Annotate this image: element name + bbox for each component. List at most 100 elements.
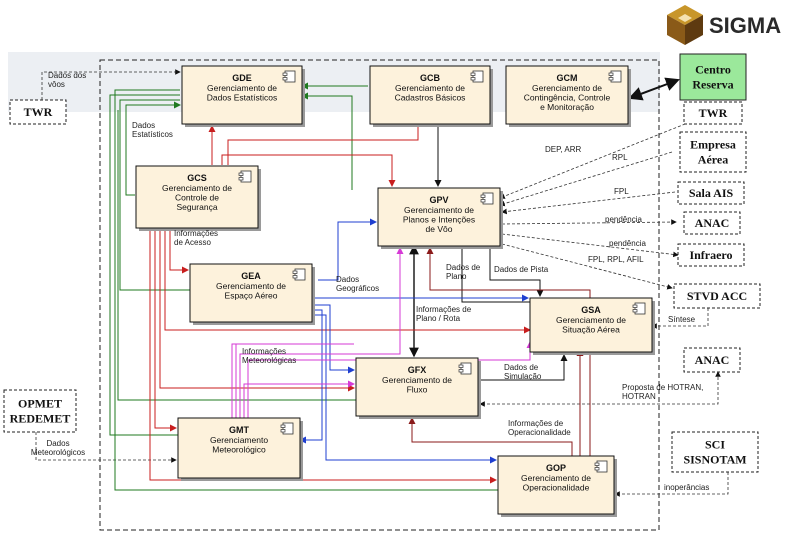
flow-label-dep-arr: DEP, ARR bbox=[545, 145, 582, 154]
external-anac-bottom[interactable]: ANAC bbox=[683, 347, 741, 373]
flow-label-line: Proposta de HOTRAN, bbox=[622, 383, 703, 392]
external-box bbox=[3, 389, 77, 433]
external-twr-right[interactable]: TWR bbox=[683, 101, 743, 125]
component-icon bbox=[280, 422, 294, 435]
module-name-line: Gerenciamento de bbox=[382, 375, 452, 385]
flow-label-line: Dados de Pista bbox=[494, 265, 549, 274]
module-box bbox=[177, 417, 301, 479]
component-icon bbox=[480, 192, 494, 205]
flow-label-line: FPL bbox=[614, 187, 629, 196]
external-infraero[interactable]: Infraero bbox=[677, 243, 745, 267]
flow-label-fpl: FPL bbox=[614, 187, 629, 196]
external-label: Aérea bbox=[698, 153, 728, 167]
external-anac-top[interactable]: ANAC bbox=[683, 211, 741, 235]
flow-label-line: Meteorológicas bbox=[242, 356, 296, 365]
module-name-line: Gerenciamento de bbox=[216, 281, 286, 291]
module-name-line: Situação Aérea bbox=[562, 325, 620, 335]
flow-label-line: Dados bbox=[336, 275, 359, 284]
sigma-logo: SIGMA bbox=[667, 5, 781, 45]
external-label: Infraero bbox=[689, 248, 732, 262]
external-label: Sala AIS bbox=[689, 186, 734, 200]
external-box bbox=[9, 99, 67, 125]
module-name-line: Segurança bbox=[176, 202, 217, 212]
flow-label-pendencia-1: pendência bbox=[605, 215, 642, 224]
brand-name: SIGMA bbox=[709, 13, 781, 38]
module-box bbox=[529, 297, 653, 353]
module-box bbox=[505, 65, 629, 125]
module-box bbox=[135, 165, 259, 229]
module-name-line: Dados Estatísticos bbox=[207, 93, 277, 103]
flow-label-line: pendência bbox=[609, 239, 646, 248]
external-label: Empresa bbox=[690, 138, 736, 152]
module-name-line: Gerenciamento de bbox=[207, 83, 277, 93]
module-name-line: Planos e Intenções bbox=[403, 215, 475, 225]
external-label: Reserva bbox=[692, 78, 733, 92]
flow-label-line: Simulação bbox=[504, 372, 542, 381]
module-code: GCM bbox=[557, 73, 578, 83]
module-name-line: Gerenciamento de bbox=[556, 315, 626, 325]
external-label: REDEMET bbox=[10, 412, 71, 426]
external-stvd-acc[interactable]: STVD ACC bbox=[673, 283, 761, 309]
module-name-line: e Monitoração bbox=[540, 102, 594, 112]
system-boundary bbox=[99, 59, 660, 531]
flow-label-line: HOTRAN bbox=[622, 392, 656, 401]
flow-label-line: Dados bbox=[132, 121, 155, 130]
flow-label-line: Dados dos bbox=[48, 71, 86, 80]
component-icon bbox=[594, 460, 608, 473]
flow-labels: Dados dosvôosDadosEstatísticosInformaçõe… bbox=[31, 71, 710, 492]
flow-label-line: Plano / Rota bbox=[416, 314, 461, 323]
module-name-line: Gerenciamento de bbox=[162, 183, 232, 193]
external-label: TWR bbox=[24, 105, 53, 119]
flow-label-line: Dados de bbox=[504, 363, 539, 372]
module-box bbox=[355, 357, 479, 417]
module-name-line: Gerenciamento bbox=[210, 435, 268, 445]
flow-label-line: Meteorológicos bbox=[31, 448, 85, 457]
flow-label-line: inoperâncias bbox=[664, 483, 709, 492]
module-code: GFX bbox=[408, 365, 427, 375]
external-label: Centro bbox=[695, 63, 731, 77]
module-name-line: Gerenciamento de bbox=[404, 205, 474, 215]
component-icon bbox=[458, 362, 472, 375]
flow-label-fpl-rpl-afil: FPL, RPL, AFIL bbox=[588, 255, 644, 264]
external-box bbox=[679, 53, 747, 101]
flow-label-line: Geográficos bbox=[336, 284, 379, 293]
flow-label-line: pendência bbox=[605, 215, 642, 224]
external-sala-ais[interactable]: Sala AIS bbox=[677, 181, 745, 205]
flow-label-line: Dados bbox=[46, 439, 69, 448]
flow-label-line: Dados de bbox=[446, 263, 481, 272]
flow-label-line: Operacionalidade bbox=[508, 428, 571, 437]
flow-label-line: FPL, RPL, AFIL bbox=[588, 255, 644, 264]
external-label: STVD ACC bbox=[687, 289, 747, 303]
flow-label-line: RPL bbox=[612, 153, 628, 162]
component-icon bbox=[632, 302, 646, 315]
external-twr-left[interactable]: TWR bbox=[9, 99, 67, 125]
flow-label-rpl: RPL bbox=[612, 153, 628, 162]
external-label: ANAC bbox=[695, 353, 730, 367]
external-box bbox=[683, 101, 743, 125]
module-box bbox=[189, 263, 313, 323]
module-code: GCB bbox=[420, 73, 441, 83]
external-box bbox=[677, 181, 745, 205]
component-icon bbox=[282, 70, 296, 83]
external-label: SCI bbox=[705, 438, 725, 452]
flow-label-inoperancias: inoperâncias bbox=[664, 483, 709, 492]
